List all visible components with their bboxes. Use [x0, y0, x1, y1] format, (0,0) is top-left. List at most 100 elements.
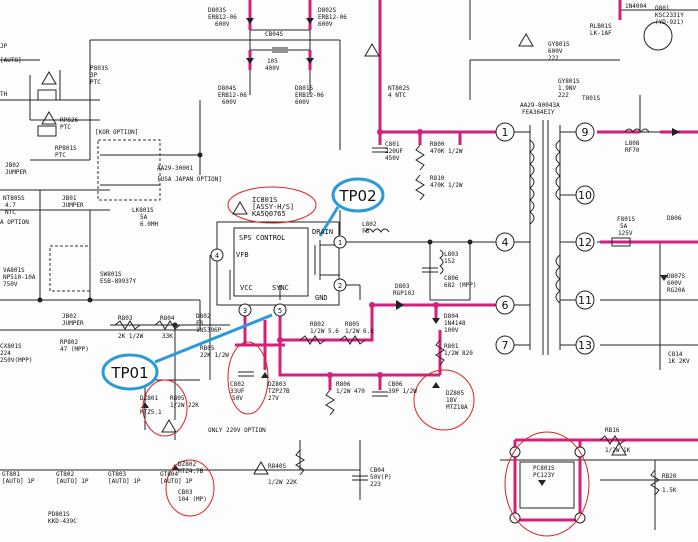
label-f801-v1: 5A — [620, 223, 628, 230]
warning-icon — [518, 33, 534, 47]
pin-11-label: 11 — [578, 294, 592, 307]
pin-1 — [495, 122, 515, 142]
tp02-label: TP02 — [338, 187, 376, 205]
label-dz802-v: MTZ4.7B — [178, 468, 204, 475]
label-jp-auto: [AUTO] — [0, 57, 22, 64]
label-va801: VA801S — [3, 267, 25, 274]
highlighted-nets — [235, 0, 698, 522]
pin-9 — [575, 122, 595, 142]
label-r801: R801 — [444, 343, 459, 350]
label-cb06: CB06 — [388, 381, 403, 388]
label-gy801-v2: 222 — [548, 55, 559, 62]
capacitor-c805 — [422, 267, 438, 273]
label-pd801-v: KKD-439C — [48, 518, 77, 525]
red-annotations — [142, 186, 590, 537]
label-rp802-v: 47 (MPP) — [60, 346, 89, 353]
label-rp801-tc: PTC — [55, 152, 66, 159]
label-cx801-v1: 224 — [0, 350, 11, 357]
label-rp826-tc: PTC — [60, 124, 71, 131]
ic-pins: 1 2 3 4 5 — [210, 235, 347, 317]
label-lk801: LK801S — [132, 207, 154, 214]
ic-pin-1 — [333, 235, 347, 249]
label-a-option: A OPTION — [0, 219, 29, 226]
label-d807b: D807S — [667, 273, 685, 280]
label-c801-v1: 220UF — [385, 148, 403, 155]
label-nt805: NT805S — [3, 195, 25, 202]
label-sw801: SW801S — [100, 271, 122, 278]
label-gt804: GT804 — [160, 471, 178, 478]
label-jb02b: JB02 — [62, 313, 77, 320]
transformer-pins: 1 4 6 7 9 10 12 11 13 — [495, 122, 595, 355]
capacitor-cb04 — [272, 47, 288, 53]
pin-9-label: 9 — [582, 126, 589, 139]
ic-label-highlight — [227, 186, 317, 224]
capacitor-c802 — [238, 371, 254, 377]
ic-pin-3-label: 3 — [243, 307, 247, 315]
warning-icons — [41, 33, 627, 475]
label-transformer: AA29-80043A — [520, 102, 560, 109]
label-p803-sub: 3P — [90, 72, 98, 79]
label-gt804-v: [AUTO] 1P — [160, 478, 193, 485]
label-pc801-v: PC123Y — [533, 472, 555, 479]
pin-4 — [495, 232, 515, 252]
dz801-highlight — [142, 379, 188, 437]
label-d802b-v2: 1N5396P — [196, 327, 222, 334]
pin-7-label: 7 — [502, 339, 509, 352]
fuse-f801 — [611, 237, 631, 247]
label-lk801-v1: 5A — [140, 214, 148, 221]
label-nt802-v: 4 NTC — [388, 92, 406, 99]
label-gy801b-v1: 1.9NV — [558, 85, 576, 92]
inductor-l802 — [364, 228, 390, 233]
label-cx801-v2: 250V(MPP) — [0, 357, 33, 364]
switch-box — [49, 245, 91, 292]
label-c806-v: 682 (MPP) — [444, 282, 477, 289]
label-c814: C814 — [668, 351, 683, 358]
label-r804: R804 — [160, 315, 175, 322]
label-t801: T801S — [582, 95, 600, 102]
label-d804b: D804 — [444, 313, 459, 320]
label-r800: R800 — [430, 141, 445, 148]
label-d801: D801S — [295, 85, 313, 92]
resistor-r810 — [415, 174, 425, 201]
label-rb16-v: 1/2W 1K — [605, 447, 631, 454]
label-d801-spec: ERB12-06 — [295, 92, 324, 99]
label-th: TH — [0, 91, 8, 98]
label-gnd: GND — [315, 294, 328, 302]
label-nt805-v1: 4.7 — [5, 202, 16, 209]
pin-7 — [495, 335, 515, 355]
warning-icon — [161, 419, 177, 433]
label-r840-v: 1/2W 22K — [268, 479, 297, 486]
pin-6 — [495, 295, 515, 315]
label-p803-tc: PTC — [90, 79, 101, 86]
resistor-r803 — [114, 320, 141, 330]
label-d806: D806 — [667, 215, 682, 222]
diode-d804 — [432, 318, 440, 324]
label-d803b-v: RGP10J — [393, 290, 415, 297]
label-drain: DRAIN — [312, 228, 333, 236]
label-p803: P803S — [90, 65, 108, 72]
label-r802: R802 — [310, 321, 325, 328]
ic-pin-4 — [210, 248, 224, 262]
label-gt803: GT803 — [108, 471, 126, 478]
label-d807b-v2: RG20A — [667, 287, 685, 294]
label-r810: R810 — [430, 175, 445, 182]
label-r800-v: 470K 1/2W — [430, 148, 463, 155]
warning-icon — [41, 71, 57, 85]
label-rb05: RB05 — [200, 345, 215, 352]
resistor-rb16 — [599, 435, 626, 445]
capacitor-cb04b — [352, 475, 368, 481]
label-r805-v: 1/2W 6.8 — [345, 328, 374, 335]
label-jb01-v: JUMPER — [62, 202, 84, 209]
label-l803-v: 152 — [444, 258, 455, 265]
warning-icon — [41, 111, 57, 125]
label-d803-spec: ERB12-06 — [208, 14, 237, 21]
pin-12-label: 12 — [578, 236, 592, 249]
pin-12 — [575, 232, 595, 252]
inductor-l808 — [624, 128, 650, 133]
label-d803-v: 600V — [215, 21, 230, 28]
photocoupler-pc801 — [519, 461, 575, 509]
ic-pin-2 — [333, 278, 347, 292]
tp02-marker — [331, 177, 385, 213]
label-rb16: RB16 — [605, 427, 620, 434]
label-gy801-v1: 600V — [548, 48, 563, 55]
